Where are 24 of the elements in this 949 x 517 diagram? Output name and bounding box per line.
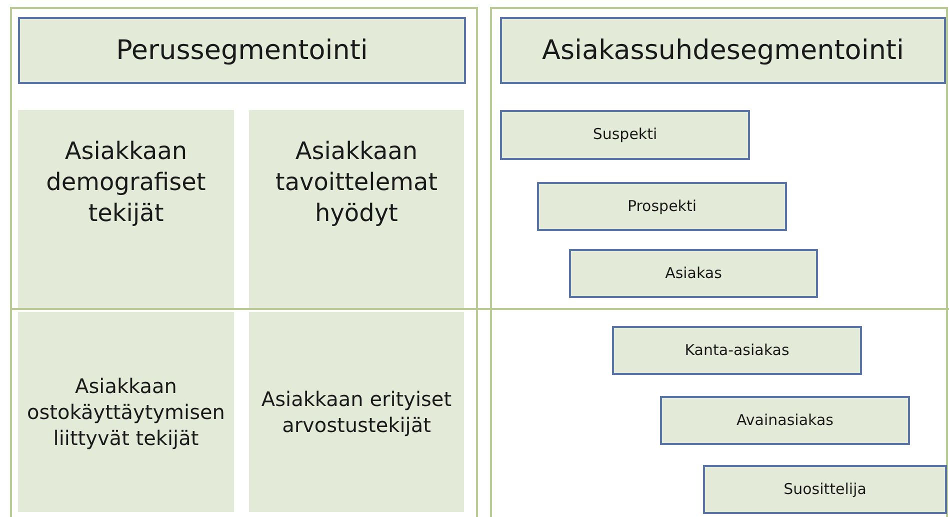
stage-box xyxy=(500,110,750,160)
heading-box xyxy=(18,17,466,84)
stage-label: Asiakas xyxy=(665,264,722,284)
panel-text: Asiakkaan demografiset tekijät xyxy=(45,136,207,230)
segment-panel xyxy=(18,312,234,512)
stage-label: Prospekti xyxy=(627,196,697,216)
stage-box xyxy=(660,396,910,445)
stage-label: Suosittelija xyxy=(784,480,866,500)
heading-text: Asiakassuhdesegmentointi xyxy=(542,34,904,68)
segment-panel xyxy=(249,110,464,308)
segment-panel xyxy=(249,312,464,512)
heading-box xyxy=(500,17,946,84)
heading-text: Perussegmentointi xyxy=(116,34,368,68)
stage-label: Suspekti xyxy=(592,125,658,145)
stage-box xyxy=(703,465,947,514)
panel-text: Asiakkaan tavoittelemat hyödyt xyxy=(274,136,439,230)
stage-box xyxy=(612,326,862,375)
stage-label: Kanta-asiakas xyxy=(684,340,790,360)
stage-box xyxy=(537,182,787,231)
stage-box xyxy=(569,249,818,298)
stage-label: Avainasiakas xyxy=(736,410,834,430)
panel-text: Asiakkaan erityiset arvostustekijät xyxy=(260,386,453,438)
panel-text: Asiakkaan ostokäyttäytymisen liittyvät tekijät xyxy=(26,373,226,451)
segment-panel xyxy=(18,110,234,308)
